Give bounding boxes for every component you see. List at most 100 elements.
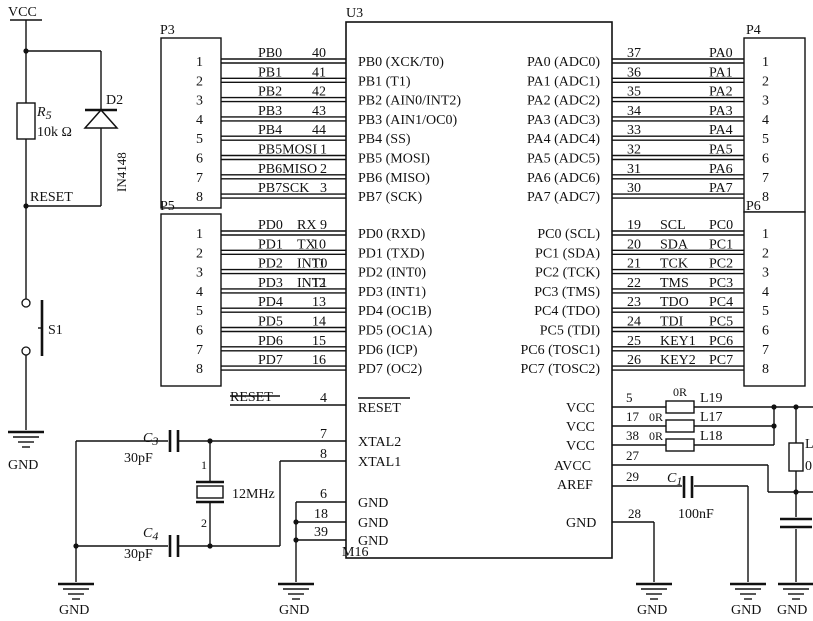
p6-net-label: PC7 — [709, 353, 733, 368]
p3-net-label: PB0 — [258, 46, 282, 61]
u3-pin-number: 15 — [312, 334, 326, 349]
resistor-value: 0R — [673, 385, 687, 399]
u3-pin-number: 11 — [312, 257, 325, 272]
u3-pin-number: 1 — [320, 143, 327, 158]
u3-left-misc-pins: RESET 4 RESET 7 XTAL2 8 XTAL1 6 GND 18 G… — [230, 390, 410, 618]
u3-pin-number: 30 — [627, 181, 641, 196]
connectors: P3 P5 P4 P6 — [160, 23, 806, 387]
u3-pin-label: PB5 (MOSI) — [358, 152, 430, 167]
u3-pin-label: PB2 (AIN0/INT2) — [358, 94, 461, 109]
c1-value: 100nF — [678, 507, 714, 522]
u3-pin-label: PA5 (ADC5) — [527, 152, 600, 167]
u3-pin-label: PC6 (TOSC1) — [521, 343, 601, 358]
l17-resistor — [665, 419, 695, 433]
u3-pin-label: VCC — [566, 439, 595, 454]
p6-pin-number: 4 — [762, 285, 769, 300]
vcc-label: VCC — [8, 5, 37, 20]
u3-pin-number: 38 — [626, 428, 639, 443]
u3-pin-label: AVCC — [554, 459, 591, 474]
u3-ref: U3 — [346, 6, 363, 21]
p4-pin-number: 2 — [762, 74, 769, 89]
u3-pin-label: PC4 (TDO) — [534, 304, 600, 319]
u3-pin-label: PA3 (ADC3) — [527, 113, 600, 128]
p6-alt-label: KEY2 — [660, 353, 696, 368]
r5-ref: R5 — [36, 105, 52, 122]
p4-pin-number: 5 — [762, 132, 769, 147]
u3-pin-label: PD3 (INT1) — [358, 285, 426, 300]
p6-net-label: PC5 — [709, 315, 733, 330]
u3-pin-number: 20 — [627, 237, 641, 252]
u3-pin-number: 32 — [627, 143, 641, 158]
p4-net-label: PA0 — [709, 46, 733, 61]
u3-pin-label: PB1 (T1) — [358, 74, 411, 89]
u3-pin-label: PA7 (ADC7) — [527, 190, 600, 205]
u3-pin-number: 33 — [627, 123, 641, 138]
p3-pin-number: 3 — [196, 94, 203, 109]
u3-pin-number: 21 — [627, 257, 641, 272]
p3-ref: P3 — [160, 23, 175, 38]
p5-net-label: PD0 — [258, 218, 283, 233]
p3-pin-number: 1 — [196, 55, 203, 70]
p6-net-label: PC0 — [709, 218, 733, 233]
p5-pin-number: 2 — [196, 246, 203, 261]
u3-pin-number: 6 — [320, 487, 327, 502]
u3-pin-number: 27 — [626, 448, 640, 463]
u3-pin-label: XTAL1 — [358, 455, 401, 470]
u3-pin-number: 34 — [627, 104, 641, 119]
p4-net-label: PA6 — [709, 162, 733, 177]
crystal-pin1: 1 — [201, 458, 207, 472]
p6-alt-label: SCL — [660, 218, 686, 233]
p6-net-label: PC4 — [709, 295, 733, 310]
p4-connector — [743, 37, 806, 213]
l6-inductor — [788, 442, 804, 472]
p4-net-label: PA7 — [709, 181, 733, 196]
u3-pin-number: 39 — [314, 525, 328, 540]
p6-pin-number: 7 — [762, 343, 769, 358]
p5-net-label: PD4 — [258, 295, 283, 310]
u3-pin-number: 35 — [627, 85, 641, 100]
u3-pin-number: 31 — [627, 162, 641, 177]
u3-pin-label: PD7 (OC2) — [358, 362, 423, 377]
u3-chip — [345, 21, 613, 559]
p3-net-label: PB7SCK — [258, 181, 309, 196]
p6-pin-number: 5 — [762, 304, 769, 319]
u3-pin-label: PA4 (ADC4) — [527, 132, 600, 147]
p6-pin-number: 2 — [762, 246, 769, 261]
reset-junction — [23, 203, 29, 209]
gnd-label: GND — [637, 603, 667, 618]
p5-alt-label: INT1 — [297, 276, 327, 291]
reset-net-label: RESET — [30, 190, 73, 205]
p5-net-label: PD5 — [258, 315, 283, 330]
p4-net-label: PA3 — [709, 104, 733, 119]
junction-dot — [23, 48, 29, 54]
u3-pin-label: PA2 (ADC2) — [527, 94, 600, 109]
crystal-value: 12MHz — [232, 487, 275, 502]
p3-net-label: PB2 — [258, 85, 282, 100]
u3-pin-label: GND — [566, 516, 596, 531]
p5-net-label: PD7 — [258, 353, 283, 368]
u3-pin-label: PA6 (ADC6) — [527, 171, 600, 186]
p6-net-label: PC3 — [709, 276, 733, 291]
u3-pin-number: 3 — [320, 181, 327, 196]
gnd-label: GND — [279, 603, 309, 618]
p4-pin-number: 7 — [762, 171, 769, 186]
s1-ref: S1 — [48, 323, 63, 338]
p3-connector — [160, 37, 222, 209]
p5-connector — [160, 213, 222, 387]
p4-net-label: PA1 — [709, 65, 733, 80]
u3-pin-label: PB7 (SCK) — [358, 190, 423, 205]
u3-pin-label: PD0 (RXD) — [358, 227, 426, 242]
crystal-pin2: 2 — [201, 516, 207, 530]
p5-pin-number: 7 — [196, 343, 203, 358]
u3-pin-label: PA1 (ADC1) — [527, 74, 600, 89]
u3-pin-number: 36 — [627, 65, 641, 80]
u3-pin-label: PD4 (OC1B) — [358, 304, 432, 319]
p4-pin-number: 3 — [762, 94, 769, 109]
l19-resistor — [665, 400, 695, 414]
l6-ref-cut: L6 — [805, 437, 813, 452]
p5-pin-number: 6 — [196, 324, 203, 339]
p3-pin-number: 4 — [196, 113, 203, 128]
gnd-label: GND — [59, 603, 89, 618]
u3-pin-label: PD2 (INT0) — [358, 266, 426, 281]
